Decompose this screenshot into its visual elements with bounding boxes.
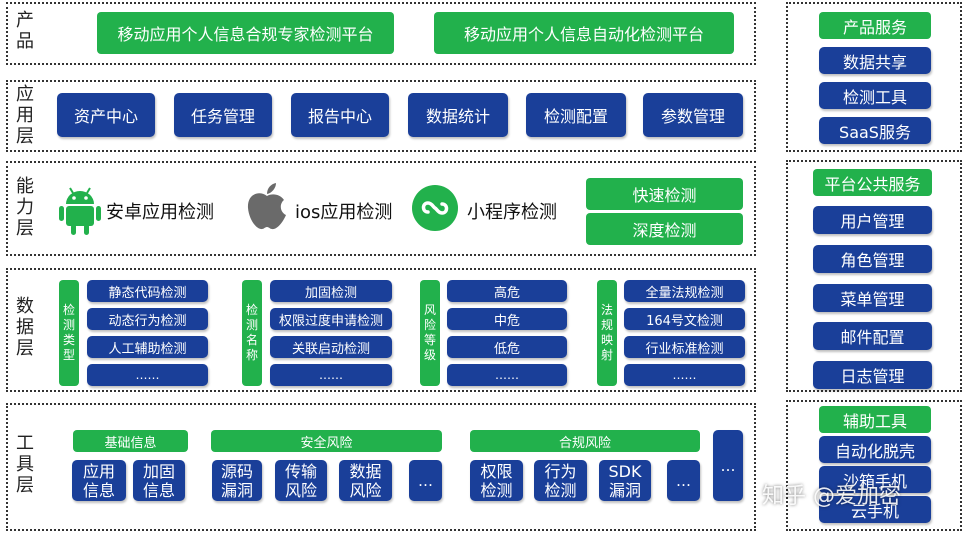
mini-program-detection-label: 小程序检测 xyxy=(467,202,557,223)
product-expert-platform[interactable]: 移动应用个人信息合规专家检测平台 xyxy=(97,12,394,54)
tools-data-risk[interactable]: 数据风险 xyxy=(339,460,392,501)
app-report-center[interactable]: 报告中心 xyxy=(291,93,389,137)
app-asset-center[interactable]: 资产中心 xyxy=(57,93,155,137)
side-cloud-phone[interactable]: 云手机 xyxy=(819,496,931,523)
quick-detection[interactable]: 快速检测 xyxy=(586,178,743,210)
side-data-sharing[interactable]: 数据共享 xyxy=(819,47,931,74)
data-dynamic-behavior-detection[interactable]: 动态行为检测 xyxy=(87,308,208,330)
tools-group-security-risk: 安全风险 xyxy=(211,430,442,452)
tools-extra-more[interactable]: … xyxy=(713,430,743,501)
tools-permission-detection[interactable]: 权限检测 xyxy=(470,460,523,501)
app-parameter-management[interactable]: 参数管理 xyxy=(643,93,743,137)
side-user-management[interactable]: 用户管理 xyxy=(813,206,932,234)
side-auxiliary-tools-title: 辅助工具 xyxy=(819,406,931,433)
tools-app-info[interactable]: 应用信息 xyxy=(72,460,126,501)
side-mail-config[interactable]: 邮件配置 xyxy=(813,322,932,350)
ability-layer-label: 能力层 xyxy=(16,176,34,239)
data-risk-low[interactable]: 低危 xyxy=(447,336,567,358)
data-name-more[interactable]: …… xyxy=(270,364,392,386)
app-task-management[interactable]: 任务管理 xyxy=(174,93,272,137)
side-auto-unpacking[interactable]: 自动化脱壳 xyxy=(819,436,931,463)
data-type-more[interactable]: …… xyxy=(87,364,208,386)
data-doc164-detection[interactable]: 164号文检测 xyxy=(624,308,745,330)
watermark-text: 知乎 @爱加密 xyxy=(762,484,901,509)
tools-group-basic-info: 基础信息 xyxy=(73,430,188,452)
data-group-detection-name: 检测名称 xyxy=(242,280,262,386)
tools-hardening-info[interactable]: 加固信息 xyxy=(133,460,185,501)
tools-transmission-risk[interactable]: 传输风险 xyxy=(275,460,327,501)
tools-group-compliance-risk: 合规风险 xyxy=(470,430,700,452)
side-log-management[interactable]: 日志管理 xyxy=(813,361,932,389)
android-detection-label: 安卓应用检测 xyxy=(106,202,214,223)
side-panel-platform-public-services xyxy=(786,160,962,392)
ios-detection-label: ios应用检测 xyxy=(295,202,393,223)
side-platform-public-services-title: 平台公共服务 xyxy=(813,169,932,196)
data-group-detection-type: 检测类型 xyxy=(59,280,79,386)
data-risk-high[interactable]: 高危 xyxy=(447,280,567,302)
data-layer-label: 数据层 xyxy=(16,296,34,359)
app-detection-config[interactable]: 检测配置 xyxy=(526,93,626,137)
side-sandbox-phone[interactable]: 沙箱手机 xyxy=(819,466,931,493)
side-menu-management[interactable]: 菜单管理 xyxy=(813,284,932,312)
side-detection-tools[interactable]: 检测工具 xyxy=(819,82,931,109)
tools-compliance-more[interactable]: … xyxy=(667,460,700,501)
app-layer-label: 应用层 xyxy=(16,84,34,147)
tools-behavior-detection[interactable]: 行为检测 xyxy=(534,460,587,501)
tools-source-code-vuln[interactable]: 源码漏洞 xyxy=(212,460,262,501)
data-group-regulation-mapping: 法规映射 xyxy=(597,280,617,386)
data-group-risk-level: 风险等级 xyxy=(420,280,440,386)
apple-icon xyxy=(247,183,286,230)
android-icon xyxy=(59,187,101,235)
data-full-regulation-detection[interactable]: 全量法规检测 xyxy=(624,280,745,302)
mini-program-icon xyxy=(412,185,458,231)
product-auto-platform[interactable]: 移动应用个人信息自动化检测平台 xyxy=(434,12,734,54)
data-risk-more[interactable]: …… xyxy=(447,364,567,386)
data-excess-permission-detection[interactable]: 权限过度申请检测 xyxy=(270,308,392,330)
side-product-services-title: 产品服务 xyxy=(819,12,931,39)
data-regulation-more[interactable]: …… xyxy=(624,364,745,386)
tools-layer-label: 工具层 xyxy=(16,433,34,496)
tools-security-more[interactable]: … xyxy=(409,460,442,501)
side-role-management[interactable]: 角色管理 xyxy=(813,245,932,273)
product-layer-label: 产品 xyxy=(16,10,34,52)
data-manual-assist-detection[interactable]: 人工辅助检测 xyxy=(87,336,208,358)
data-risk-medium[interactable]: 中危 xyxy=(447,308,567,330)
data-static-code-detection[interactable]: 静态代码检测 xyxy=(87,280,208,302)
data-linked-startup-detection[interactable]: 关联启动检测 xyxy=(270,336,392,358)
side-saas-service[interactable]: SaaS服务 xyxy=(819,117,931,144)
data-hardening-detection[interactable]: 加固检测 xyxy=(270,280,392,302)
app-data-statistics[interactable]: 数据统计 xyxy=(408,93,508,137)
deep-detection[interactable]: 深度检测 xyxy=(586,213,743,245)
data-industry-standard-detection[interactable]: 行业标准检测 xyxy=(624,336,745,358)
